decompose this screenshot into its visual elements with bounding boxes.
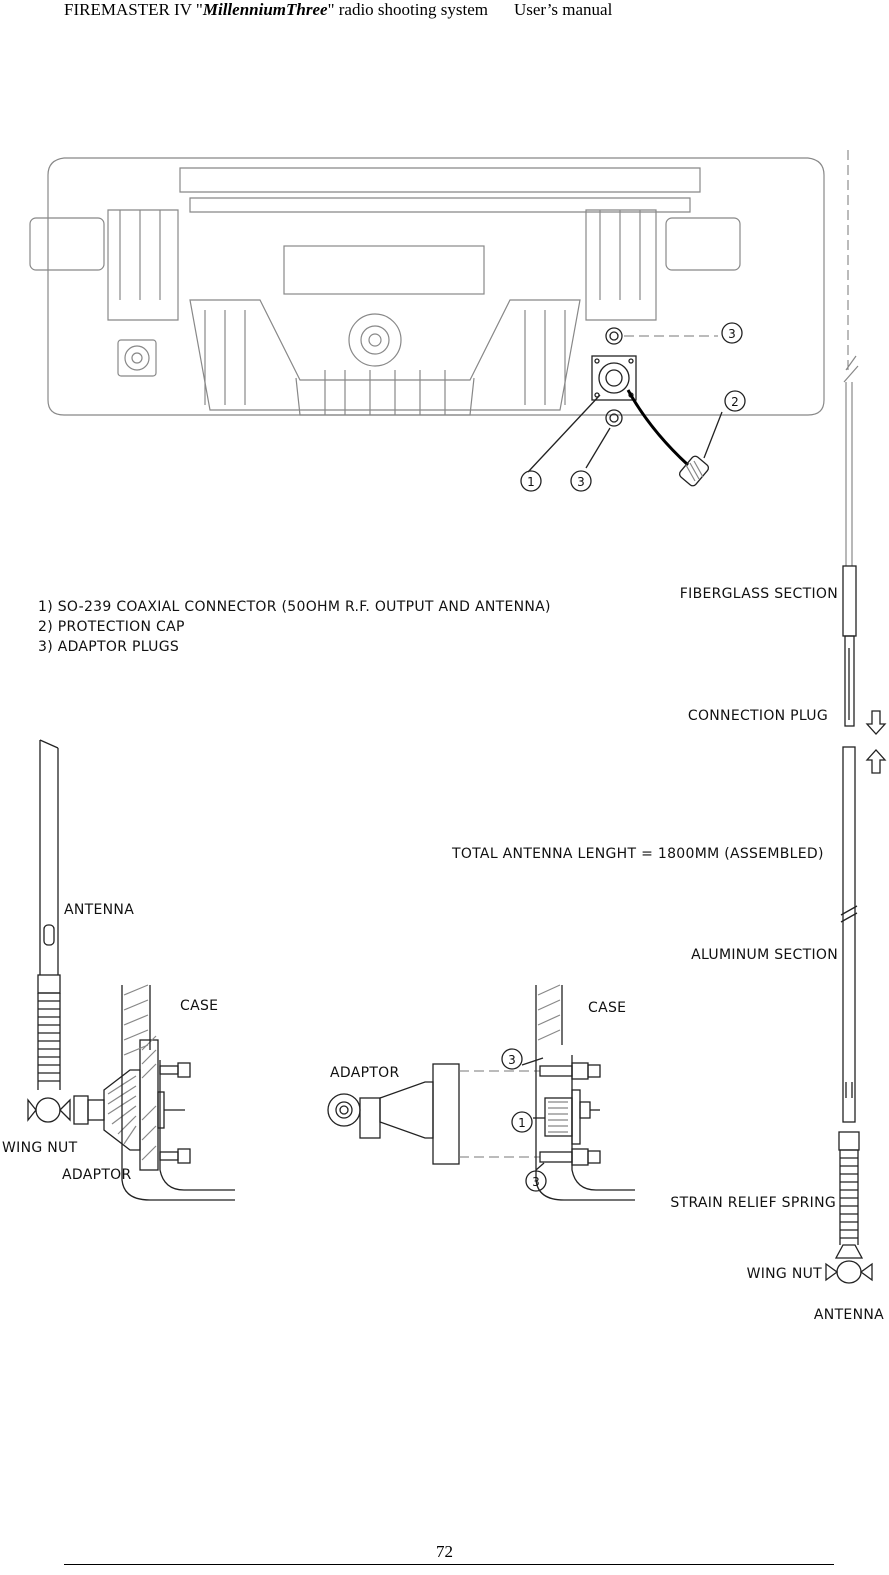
- case-front-view: [29, 157, 825, 487]
- callout-3-exploded-top: 3: [508, 1053, 516, 1067]
- legend-item: 1) SO-239 COAXIAL CONNECTOR (50OHM R.F. …: [38, 599, 551, 615]
- callout-1-exploded: 1: [518, 1116, 526, 1130]
- label-connection-plug: CONNECTION PLUG: [688, 708, 828, 724]
- legend-item: 2) PROTECTION CAP: [38, 619, 185, 635]
- mount-left-antenna-label: ANTENNA: [64, 902, 134, 918]
- header-manual-label: User’s manual: [513, 0, 613, 19]
- label-strain-relief-spring: STRAIN RELIEF SPRING: [670, 1195, 836, 1211]
- label-antenna-bottom: ANTENNA: [814, 1307, 884, 1323]
- callout-3-top: 3: [728, 327, 736, 341]
- label-fiberglass-section: FIBERGLASS SECTION: [680, 586, 838, 602]
- footer-rule: [64, 1564, 834, 1565]
- callout-3-exploded-bottom: 3: [532, 1175, 540, 1189]
- callout-1: 1: [527, 475, 535, 489]
- callout-2: 2: [731, 395, 739, 409]
- header-prefix: FIREMASTER IV ": [64, 0, 203, 19]
- callouts-exploded: 3 1 3: [501, 1048, 547, 1192]
- mount-left-wing-nut-label: WING NUT: [2, 1140, 78, 1156]
- page-number: 72: [436, 1542, 453, 1561]
- parts-legend: 1) SO-239 COAXIAL CONNECTOR (50OHM R.F. …: [38, 597, 551, 657]
- header-suffix: " radio shooting system: [327, 0, 488, 19]
- legend-item: 3) ADAPTOR PLUGS: [38, 639, 180, 655]
- mount-right-case-label: CASE: [588, 1000, 626, 1016]
- mount-left-case-label: CASE: [180, 998, 218, 1014]
- label-aluminum-section: ALUMINUM SECTION: [691, 947, 838, 963]
- mount-right-adaptor-label: ADAPTOR: [330, 1065, 400, 1081]
- label-total-length: TOTAL ANTENNA LENGHT = 1800MM (ASSEMBLED…: [451, 846, 824, 862]
- mount-assembled-view: [27, 739, 235, 1201]
- callout-3-bottom: 3: [577, 475, 585, 489]
- antenna-assembly: [825, 150, 887, 1284]
- header-product-name: MillenniumThree: [202, 0, 328, 19]
- page-header: FIREMASTER IV "MillenniumThree" radio sh…: [64, 0, 612, 20]
- mount-exploded-view: [327, 984, 635, 1201]
- label-wing-nut-antenna: WING NUT: [747, 1266, 823, 1282]
- callouts-case: 3 2 1 3: [520, 322, 746, 492]
- mount-left-adaptor-label: ADAPTOR: [62, 1167, 132, 1183]
